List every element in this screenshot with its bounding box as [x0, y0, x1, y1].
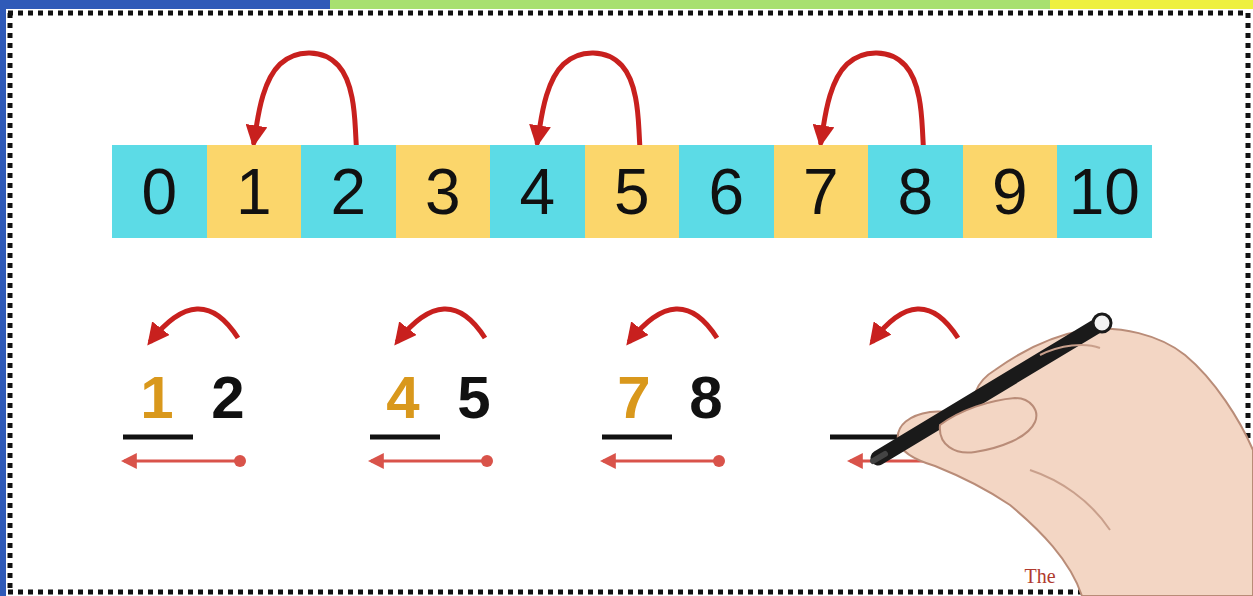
- sequence-number: 2: [211, 368, 244, 428]
- pen-tip: [873, 454, 885, 461]
- direction-arrow: [371, 460, 487, 463]
- label-box: 4: [386, 368, 419, 428]
- direction-arrow: [603, 460, 719, 463]
- hop-arrow: [537, 53, 640, 145]
- arrow-dot: [481, 455, 493, 467]
- cell-number: 4: [519, 160, 555, 224]
- sequence-number: 7: [617, 368, 650, 428]
- label-box: 8: [689, 368, 722, 428]
- number-cell: 7: [774, 145, 869, 238]
- blank-line: [123, 435, 193, 440]
- number-cell: 0: [112, 145, 207, 238]
- arrow-dot: [713, 455, 725, 467]
- watermark: The: [1024, 566, 1055, 586]
- sequence-number: 8: [689, 368, 722, 428]
- direction-arrow: [124, 460, 240, 463]
- cell-number: 8: [897, 160, 933, 224]
- blank-line: [602, 435, 672, 440]
- hand-crease: [1030, 470, 1110, 530]
- cell-number: 9: [992, 160, 1028, 224]
- curved-arrow: [629, 309, 717, 342]
- hop-arrow: [821, 53, 924, 145]
- frame-band: [330, 0, 1050, 9]
- number-cell: 9: [963, 145, 1058, 238]
- hand: [898, 329, 1253, 596]
- frame-dots: [8, 11, 1248, 16]
- frame-band: [1050, 0, 1253, 9]
- frame-dots: [8, 590, 1248, 595]
- arrow-dot: [234, 455, 246, 467]
- curved-arrow: [397, 309, 485, 342]
- hand-thumb: [940, 398, 1036, 453]
- label-box: 1: [140, 368, 173, 428]
- frame-band: [0, 0, 330, 9]
- number-cell: 10: [1057, 145, 1152, 238]
- number-cell: 5: [585, 145, 680, 238]
- number-cell: 4: [490, 145, 585, 238]
- number-cell: 6: [679, 145, 774, 238]
- hop-arrow: [254, 53, 357, 145]
- number-cell: 3: [396, 145, 491, 238]
- label-box: The: [1024, 566, 1055, 586]
- pen: [878, 323, 1102, 458]
- cell-number: 2: [330, 160, 366, 224]
- sequence-number: 5: [457, 368, 490, 428]
- pen-cap: [1093, 314, 1111, 332]
- blank-line: [370, 435, 440, 440]
- label-box: 5: [457, 368, 490, 428]
- cell-number: 10: [1069, 160, 1140, 224]
- label-box: 7: [617, 368, 650, 428]
- cell-number: 5: [614, 160, 650, 224]
- cell-number: 6: [708, 160, 744, 224]
- cell-number: 7: [803, 160, 839, 224]
- sequence-number: 4: [386, 368, 419, 428]
- curved-arrow: [872, 309, 958, 342]
- number-cell: 2: [301, 145, 396, 238]
- blank-line: [830, 435, 900, 440]
- curved-arrow: [150, 309, 238, 342]
- cell-number: 3: [425, 160, 461, 224]
- frame-band: [0, 0, 6, 596]
- sequence-number: 1: [140, 368, 173, 428]
- label-box: 2: [211, 368, 244, 428]
- cell-number: 1: [236, 160, 272, 224]
- number-cell: 1: [207, 145, 302, 238]
- frame-dots: [8, 13, 13, 592]
- cell-number: 0: [141, 160, 177, 224]
- hand-crease: [1040, 345, 1100, 355]
- number-cell: 8: [868, 145, 963, 238]
